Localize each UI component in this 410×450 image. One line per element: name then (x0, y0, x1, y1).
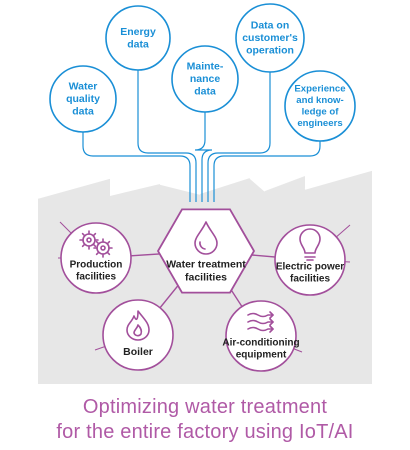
facility-label: facilities (185, 272, 227, 284)
facility-label: Production (70, 260, 123, 271)
connector-line-energy (137, 70, 197, 202)
data-source-circle (105, 5, 171, 71)
data-source-circle (235, 3, 305, 73)
data-source-label: data (127, 38, 149, 50)
factory-roof-edge (249, 177, 266, 192)
data-source-circle (49, 65, 117, 133)
facility-label: Air-conditioning (222, 338, 299, 349)
data-source-label: nance (190, 73, 221, 85)
data-source-label: engineers (297, 118, 342, 129)
data-source-label: Data on (251, 20, 290, 32)
flame-icon (126, 310, 150, 341)
facility-hexagon (156, 208, 256, 294)
data-source-label: and know- (296, 95, 343, 106)
facility-circle (60, 222, 132, 294)
data-source-label: Experience (294, 83, 345, 94)
connector-line-maintenance (194, 112, 213, 202)
light-bulb-icon (299, 228, 321, 261)
facility-label: facilities (290, 274, 330, 285)
connector-line-customer-operation (207, 72, 271, 202)
facility-label: Water treatment (166, 259, 246, 271)
connector-lines (82, 70, 321, 202)
airflow-icon (247, 311, 274, 333)
facility-circle (225, 300, 297, 372)
facility-label: Electric power (276, 262, 344, 273)
data-source-label: quality (66, 93, 100, 105)
gears-icon (79, 230, 113, 258)
factory-roof-edge (159, 183, 201, 195)
facility-boiler: Boiler (102, 299, 174, 371)
connector-line-experience (213, 141, 321, 202)
data-source-label: customer's (242, 32, 298, 44)
data-source-label: data (72, 106, 94, 118)
caption-line-2: for the entire factory using IoT/AI (56, 421, 354, 443)
factory-roof-edge (304, 169, 373, 190)
data-source-label: operation (246, 45, 294, 57)
data-source-group: WaterqualitydataEnergydataMainte-nanceda… (49, 3, 356, 142)
data-source-label: ledge of (302, 106, 340, 117)
data-source-circle (171, 45, 239, 113)
facility-label: Boiler (123, 346, 153, 358)
water-drop-icon (194, 221, 218, 255)
data-source-label: Energy (120, 26, 156, 38)
factory-roof-edge (37, 177, 111, 199)
facility-label: equipment (236, 350, 287, 361)
data-source-label: Mainte- (187, 61, 224, 73)
connector-line-water-quality (82, 132, 191, 202)
data-source-circle (284, 70, 356, 142)
facility-label: facilities (76, 272, 116, 283)
data-source-label: data (194, 86, 216, 98)
caption-line-1: Optimizing water treatment (82, 396, 328, 418)
data-source-label: Water (69, 81, 98, 93)
